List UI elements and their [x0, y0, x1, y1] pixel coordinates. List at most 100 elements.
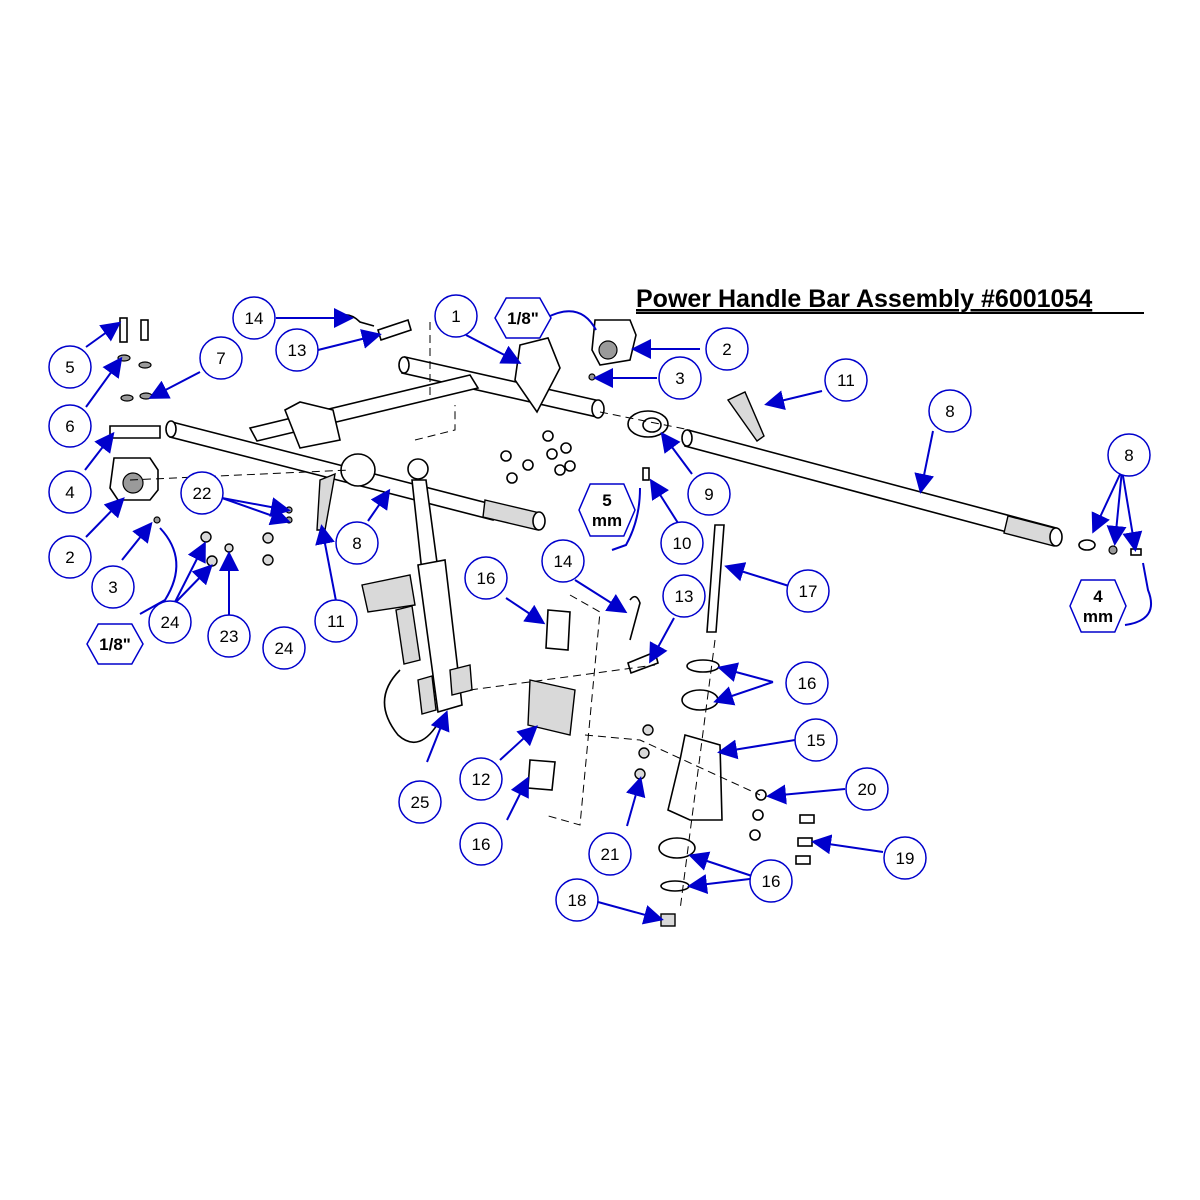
callout-circle	[845, 767, 889, 811]
washer-20c	[749, 829, 761, 841]
callout-8: 8	[928, 389, 972, 433]
callout-circle	[335, 521, 379, 565]
callout-9: 9	[687, 472, 731, 516]
callout-2: 2	[705, 327, 749, 371]
callout-circle	[48, 345, 92, 389]
crossbar	[248, 337, 605, 449]
callout-circle	[48, 470, 92, 514]
callout-circle	[199, 336, 243, 380]
size-hex-label: 4mm	[1069, 579, 1127, 633]
pin-13a	[377, 318, 412, 342]
set-screw-10	[642, 467, 650, 481]
callout-circle	[555, 878, 599, 922]
callout-number: 11	[327, 612, 345, 631]
clip-14a	[335, 314, 375, 327]
callout-5: 5	[48, 345, 92, 389]
callout-19: 19	[883, 836, 927, 880]
washer-16-low	[660, 880, 690, 892]
callout-circle	[262, 626, 306, 670]
callout-number: 12	[472, 770, 491, 789]
callout-circle	[794, 718, 838, 762]
hex-value: 1/8"	[507, 309, 539, 328]
nut-21a	[642, 724, 654, 736]
callout-circle	[459, 822, 503, 866]
callout-number: 17	[799, 582, 818, 601]
callout-8: 8	[335, 521, 379, 565]
callout-number: 16	[798, 674, 817, 693]
callout-16: 16	[749, 859, 793, 903]
clip-14b	[629, 595, 641, 641]
callout-number: 23	[220, 627, 239, 646]
collar-bore	[642, 417, 662, 433]
lever-11b	[316, 472, 336, 531]
callout-circle	[148, 600, 192, 644]
callout-22: 22	[180, 471, 224, 515]
nut-21c	[634, 768, 646, 780]
callout-1: 1	[434, 294, 478, 338]
hex-unit: mm	[592, 511, 622, 530]
size-hex-label: 5mm	[578, 483, 636, 537]
callout-17: 17	[786, 569, 830, 613]
callout-2: 2	[48, 535, 92, 579]
callout-number: 4	[65, 483, 74, 502]
callout-number: 25	[411, 793, 430, 812]
callout-number: 3	[675, 369, 684, 388]
callout-circle	[459, 757, 503, 801]
callout-14: 14	[232, 296, 276, 340]
lever-11a	[726, 391, 765, 442]
callout-circle	[658, 356, 702, 400]
callout-circle	[48, 535, 92, 579]
bushing-16-low	[658, 837, 696, 859]
callout-number: 11	[837, 371, 855, 390]
fitting-24c	[262, 532, 274, 544]
hex-labels: 1/8" 1/8" 5mm 4mm	[86, 297, 1127, 665]
callout-25: 25	[398, 780, 442, 824]
callout-circle	[660, 521, 704, 565]
callout-circle	[705, 327, 749, 371]
right-handle-bar	[681, 429, 1063, 547]
fitting-23	[224, 543, 234, 553]
bracket-15	[667, 733, 723, 821]
callout-number: 14	[554, 552, 573, 571]
washer-7a	[138, 361, 152, 369]
size-hex-label: 1/8"	[86, 623, 144, 665]
callout-10: 10	[660, 521, 704, 565]
bolt-19a	[799, 814, 815, 824]
hex-value: 1/8"	[99, 635, 131, 654]
nut-21b	[638, 747, 650, 759]
callout-circle	[786, 569, 830, 613]
callout-circle	[398, 780, 442, 824]
grease-fitting-3a	[153, 516, 161, 524]
rod-17	[706, 524, 725, 633]
callout-8: 8	[1107, 433, 1151, 477]
loose-hardware	[500, 430, 576, 484]
callout-circle	[1107, 433, 1151, 477]
washer-20a	[755, 789, 767, 801]
bolt-5b	[140, 319, 149, 341]
callout-number: 5	[65, 358, 74, 377]
callout-number: 16	[472, 835, 491, 854]
callout-number: 16	[762, 872, 781, 891]
bolt-19c	[795, 855, 811, 865]
bushing-16-mid	[681, 689, 719, 711]
hydraulic-cylinder	[361, 458, 473, 744]
callout-23: 23	[207, 614, 251, 658]
grease-fitting-3b	[588, 373, 596, 381]
fitting-24a	[200, 531, 212, 543]
callout-circle	[541, 539, 585, 583]
callout-16: 16	[785, 661, 829, 705]
hex-outline	[494, 297, 552, 339]
callout-number: 19	[896, 849, 915, 868]
callout-circle	[464, 556, 508, 600]
bushing-16-bottom	[527, 759, 556, 791]
callout-13: 13	[662, 574, 706, 618]
callout-3: 3	[91, 565, 135, 609]
washer-16-top	[686, 659, 720, 673]
diagram-title: Power Handle Bar Assembly #6001054	[636, 285, 1092, 313]
end-lockwasher	[1108, 545, 1118, 555]
hex-unit: mm	[1083, 607, 1113, 626]
callout-circle	[434, 294, 478, 338]
callout-circle	[207, 614, 251, 658]
bolt-5a	[119, 317, 128, 343]
